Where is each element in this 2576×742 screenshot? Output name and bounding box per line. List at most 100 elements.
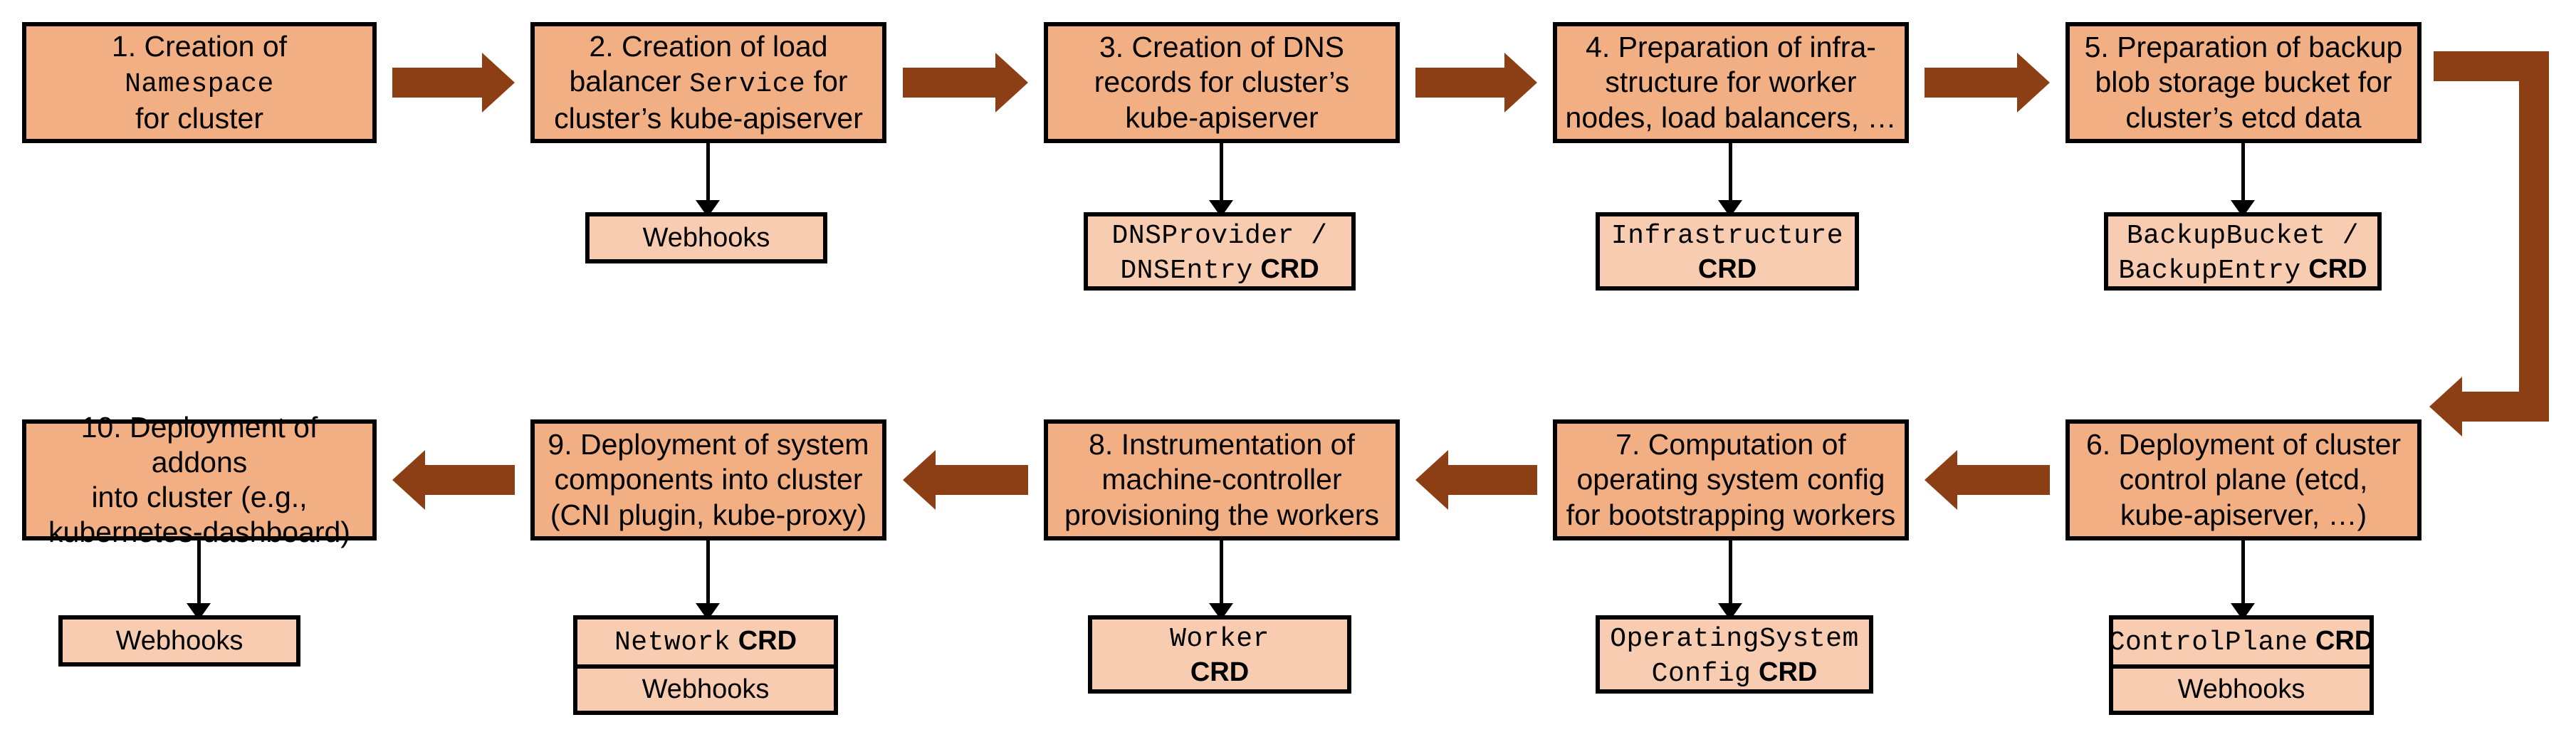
step-8-line-3: provisioning the workers (1064, 498, 1380, 531)
step-3-line-3: kube-apiserver (1125, 100, 1319, 134)
artifact-box-osc-crd[interactable]: OperatingSystem Config CRD (1596, 615, 1873, 694)
step-10-text: 10. Deployment of addons into cluster (e… (32, 410, 367, 550)
step-box-5[interactable]: 5. Preparation of backup blob storage bu… (2065, 22, 2421, 143)
artifact-osc-crd-word: CRD (1759, 657, 1818, 688)
connector-4-to-crd (1729, 143, 1732, 209)
step-6-line-2: control plane (etcd, (2119, 463, 2368, 496)
artifact-backup-space (2301, 254, 2309, 284)
step-box-9[interactable]: 9. Deployment of system components into … (530, 419, 886, 540)
artifact-box-infrastructure-crd[interactable]: Infrastructure CRD (1596, 212, 1859, 291)
step-box-1[interactable]: 1. Creation of Namespace for cluster (22, 22, 377, 143)
artifact-infrastructure-crd-word: CRD (1697, 254, 1757, 285)
arrow-2-to-3 (903, 53, 1028, 113)
step-1-line-1: 1. Creation of (111, 30, 288, 63)
artifact-network-crd-row: Network CRD (577, 620, 834, 664)
artifact-box-webhooks-2[interactable]: Webhooks (585, 212, 827, 263)
artifact-osc-space (1751, 657, 1759, 687)
step-4-line-2: structure for worker (1605, 66, 1857, 99)
connector-7-to-crd (1729, 540, 1732, 606)
connector-3-to-crd (1220, 143, 1223, 209)
arrow-6-to-7 (1925, 450, 2050, 510)
step-box-4[interactable]: 4. Preparation of infra- structure for w… (1553, 22, 1909, 143)
artifact-osc-line-1: OperatingSystem (1610, 624, 1859, 654)
step-3-text: 3. Creation of DNS records for cluster’s… (1054, 30, 1390, 135)
artifact-worker-line-1: Worker (1170, 624, 1269, 654)
artifact-dns-line-2: DNSEntry (1120, 256, 1253, 287)
step-6-line-1: 6. Deployment of cluster (2085, 428, 2402, 461)
step-2-line-2b: Service (689, 69, 806, 100)
step-box-3[interactable]: 3. Creation of DNS records for cluster’s… (1044, 22, 1400, 143)
step-7-text: 7. Computation of operating system confi… (1563, 427, 1899, 533)
artifact-network-crd-word: CRD (738, 625, 797, 656)
artifact-infrastructure-text: Infrastructure CRD (1600, 216, 1855, 288)
step-6-text: 6. Deployment of cluster control plane (… (2075, 427, 2412, 533)
artifact-worker-crd-word: CRD (1190, 657, 1250, 688)
artifact-box-controlplane[interactable]: ControlPlane CRD Webhooks (2109, 615, 2374, 715)
step-2-line-2a: balancer (569, 65, 690, 98)
connector-8-to-crd (1220, 540, 1223, 606)
artifact-box-worker-crd[interactable]: Worker CRD (1088, 615, 1351, 694)
step-2-line-2c: for (805, 65, 848, 98)
step-7-line-3: for bootstrapping workers (1566, 498, 1896, 531)
step-4-line-3: nodes, load balancers, … (1565, 100, 1897, 134)
step-4-text: 4. Preparation of infra- structure for w… (1563, 30, 1899, 135)
arrow-1-to-2 (392, 53, 515, 113)
wrap-arrow-head (2429, 377, 2465, 437)
step-9-line-1: 9. Deployment of system (548, 428, 869, 461)
artifact-box-network[interactable]: Network CRD Webhooks (573, 615, 838, 715)
step-5-line-1: 5. Preparation of backup (2084, 31, 2403, 64)
step-4-line-1: 4. Preparation of infra- (1586, 31, 1876, 64)
step-5-text: 5. Preparation of backup blob storage bu… (2075, 30, 2412, 135)
artifact-backup-crd-word: CRD (2308, 254, 2367, 285)
wrap-segment-bottom (2462, 392, 2549, 422)
artifact-controlplane-crd-word: CRD (2315, 625, 2375, 656)
artifact-backup-text: BackupBucket / BackupEntry CRD (2108, 216, 2377, 290)
step-box-6[interactable]: 6. Deployment of cluster control plane (… (2065, 419, 2421, 540)
step-5-line-2: blob storage bucket for (2095, 66, 2392, 99)
arrow-8-to-9 (903, 450, 1028, 510)
artifact-worker-text: Worker CRD (1092, 620, 1347, 691)
artifact-controlplane-crd-row: ControlPlane CRD (2109, 620, 2375, 664)
step-box-2[interactable]: 2. Creation of load balancer Service for… (530, 22, 886, 143)
connector-2-to-webhooks (706, 143, 710, 209)
step-9-line-3: (CNI plugin, kube-proxy) (550, 498, 867, 531)
step-8-text: 8. Instrumentation of machine-controller… (1054, 427, 1390, 533)
arrow-4-to-5 (1925, 53, 2050, 113)
artifact-box-dns-crd[interactable]: DNSProvider / DNSEntry CRD (1084, 212, 1356, 291)
artifact-dns-crd-word: CRD (1260, 254, 1319, 285)
artifact-box-backup-crd[interactable]: BackupBucket / BackupEntry CRD (2104, 212, 2382, 291)
artifact-dns-crd-text: DNSProvider / DNSEntry CRD (1088, 216, 1351, 290)
connector-9-to-artifacts (706, 540, 710, 606)
step-box-10[interactable]: 10. Deployment of addons into cluster (e… (22, 411, 377, 548)
step-box-8[interactable]: 8. Instrumentation of machine-controller… (1044, 419, 1400, 540)
step-9-text: 9. Deployment of system components into … (540, 427, 876, 533)
step-2-line-1: 2. Creation of load (589, 30, 828, 63)
artifact-backup-line-2: BackupEntry (2118, 256, 2301, 287)
step-2-text: 2. Creation of load balancer Service for… (540, 29, 876, 136)
step-8-line-2: machine-controller (1101, 463, 1342, 496)
artifact-osc-text: OperatingSystem Config CRD (1600, 620, 1869, 693)
step-7-line-1: 7. Computation of (1616, 428, 1846, 461)
arrow-9-to-10 (392, 450, 515, 510)
artifact-dns-line-1: DNSProvider / (1111, 221, 1328, 251)
step-8-line-1: 8. Instrumentation of (1089, 428, 1355, 461)
step-box-7[interactable]: 7. Computation of operating system confi… (1553, 419, 1909, 540)
step-3-line-1: 3. Creation of DNS (1099, 31, 1345, 64)
artifact-network-crd-name: Network (614, 627, 731, 658)
step-3-line-2: records for cluster’s (1094, 66, 1350, 99)
artifact-controlplane-webhooks-row: Webhooks (2113, 664, 2370, 711)
artifact-box-webhooks-10[interactable]: Webhooks (58, 615, 300, 667)
step-7-line-2: operating system config (1576, 463, 1885, 496)
step-5-line-3: cluster’s etcd data (2125, 100, 2362, 134)
artifact-controlplane-space (2308, 626, 2315, 656)
step-9-line-2: components into cluster (554, 463, 863, 496)
connector-5-to-crd (2241, 143, 2245, 209)
artifact-webhooks-10-label: Webhooks (115, 625, 244, 656)
arrow-7-to-8 (1415, 450, 1537, 510)
artifact-webhooks-2-label: Webhooks (642, 222, 770, 253)
artifact-osc-line-2: Config (1651, 659, 1752, 690)
artifact-dns-crd-tag (1253, 254, 1261, 284)
artifact-network-webhooks-row: Webhooks (577, 664, 834, 711)
wrap-segment-right (2519, 51, 2549, 422)
